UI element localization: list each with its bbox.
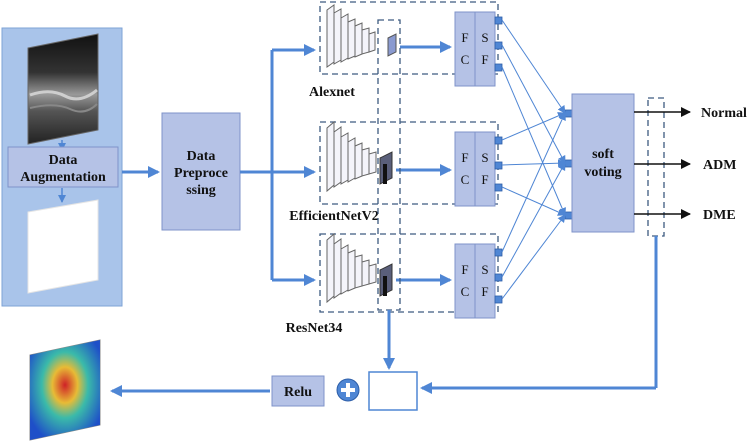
head-sf-bottom-0: F xyxy=(481,52,488,67)
head-sf-bottom-2: F xyxy=(481,284,488,299)
voting-connections xyxy=(501,19,566,300)
output-dme: DME xyxy=(703,208,736,223)
preprocessing-label-2: Preproce xyxy=(174,166,228,181)
head-fc-top-2: F xyxy=(461,262,468,277)
augmented-image xyxy=(27,199,99,294)
preprocessing-label-3: ssing xyxy=(186,183,216,198)
augmentation-label-1: Data xyxy=(49,153,78,168)
preprocessing-label-1: Data xyxy=(187,149,216,164)
alexnet-block xyxy=(319,1,499,75)
augmentation-label-2: Augmentation xyxy=(20,170,106,185)
class-arrows xyxy=(634,107,691,219)
plus-icon xyxy=(336,378,360,402)
heatmap-image xyxy=(29,339,101,441)
output-normal: Normal xyxy=(701,106,747,121)
resnet-block xyxy=(319,232,499,313)
soft-voting-label-1: soft xyxy=(592,147,614,162)
output-nodes xyxy=(494,16,573,304)
feedback-arrows xyxy=(110,236,658,397)
head-sf-top-0: S xyxy=(481,30,488,45)
head-sf-top-1: S xyxy=(481,150,488,165)
augmentation-box xyxy=(7,146,119,188)
head-alexnet xyxy=(454,11,496,87)
alexnet-label: Alexnet xyxy=(309,85,355,100)
branch-arrows xyxy=(240,44,316,286)
relu-box xyxy=(271,375,325,407)
head-fc-top-0: F xyxy=(461,30,468,45)
head-fc-bottom-2: C xyxy=(461,284,470,299)
head-efficientnet xyxy=(454,131,496,207)
head-fc-bottom-1: C xyxy=(461,172,470,187)
efficientnet-label: EfficientNetV2 xyxy=(289,209,378,224)
head-sf-bottom-1: F xyxy=(481,172,488,187)
head-resnet xyxy=(454,243,496,319)
soft-voting-box xyxy=(571,93,635,233)
head-fc-bottom-0: C xyxy=(461,52,470,67)
preprocessing-box xyxy=(161,112,241,231)
relu-label: Relu xyxy=(284,385,312,400)
efficientnet-block xyxy=(319,120,499,205)
head-sf-top-2: S xyxy=(481,262,488,277)
output-adm: ADM xyxy=(703,158,736,173)
resnet-label: ResNet34 xyxy=(286,321,343,336)
output-dashed-column xyxy=(647,97,665,237)
oct-image xyxy=(27,33,99,145)
head-fc-top-1: F xyxy=(461,150,468,165)
soft-voting-label-2: voting xyxy=(584,165,621,180)
merge-box xyxy=(368,371,418,411)
